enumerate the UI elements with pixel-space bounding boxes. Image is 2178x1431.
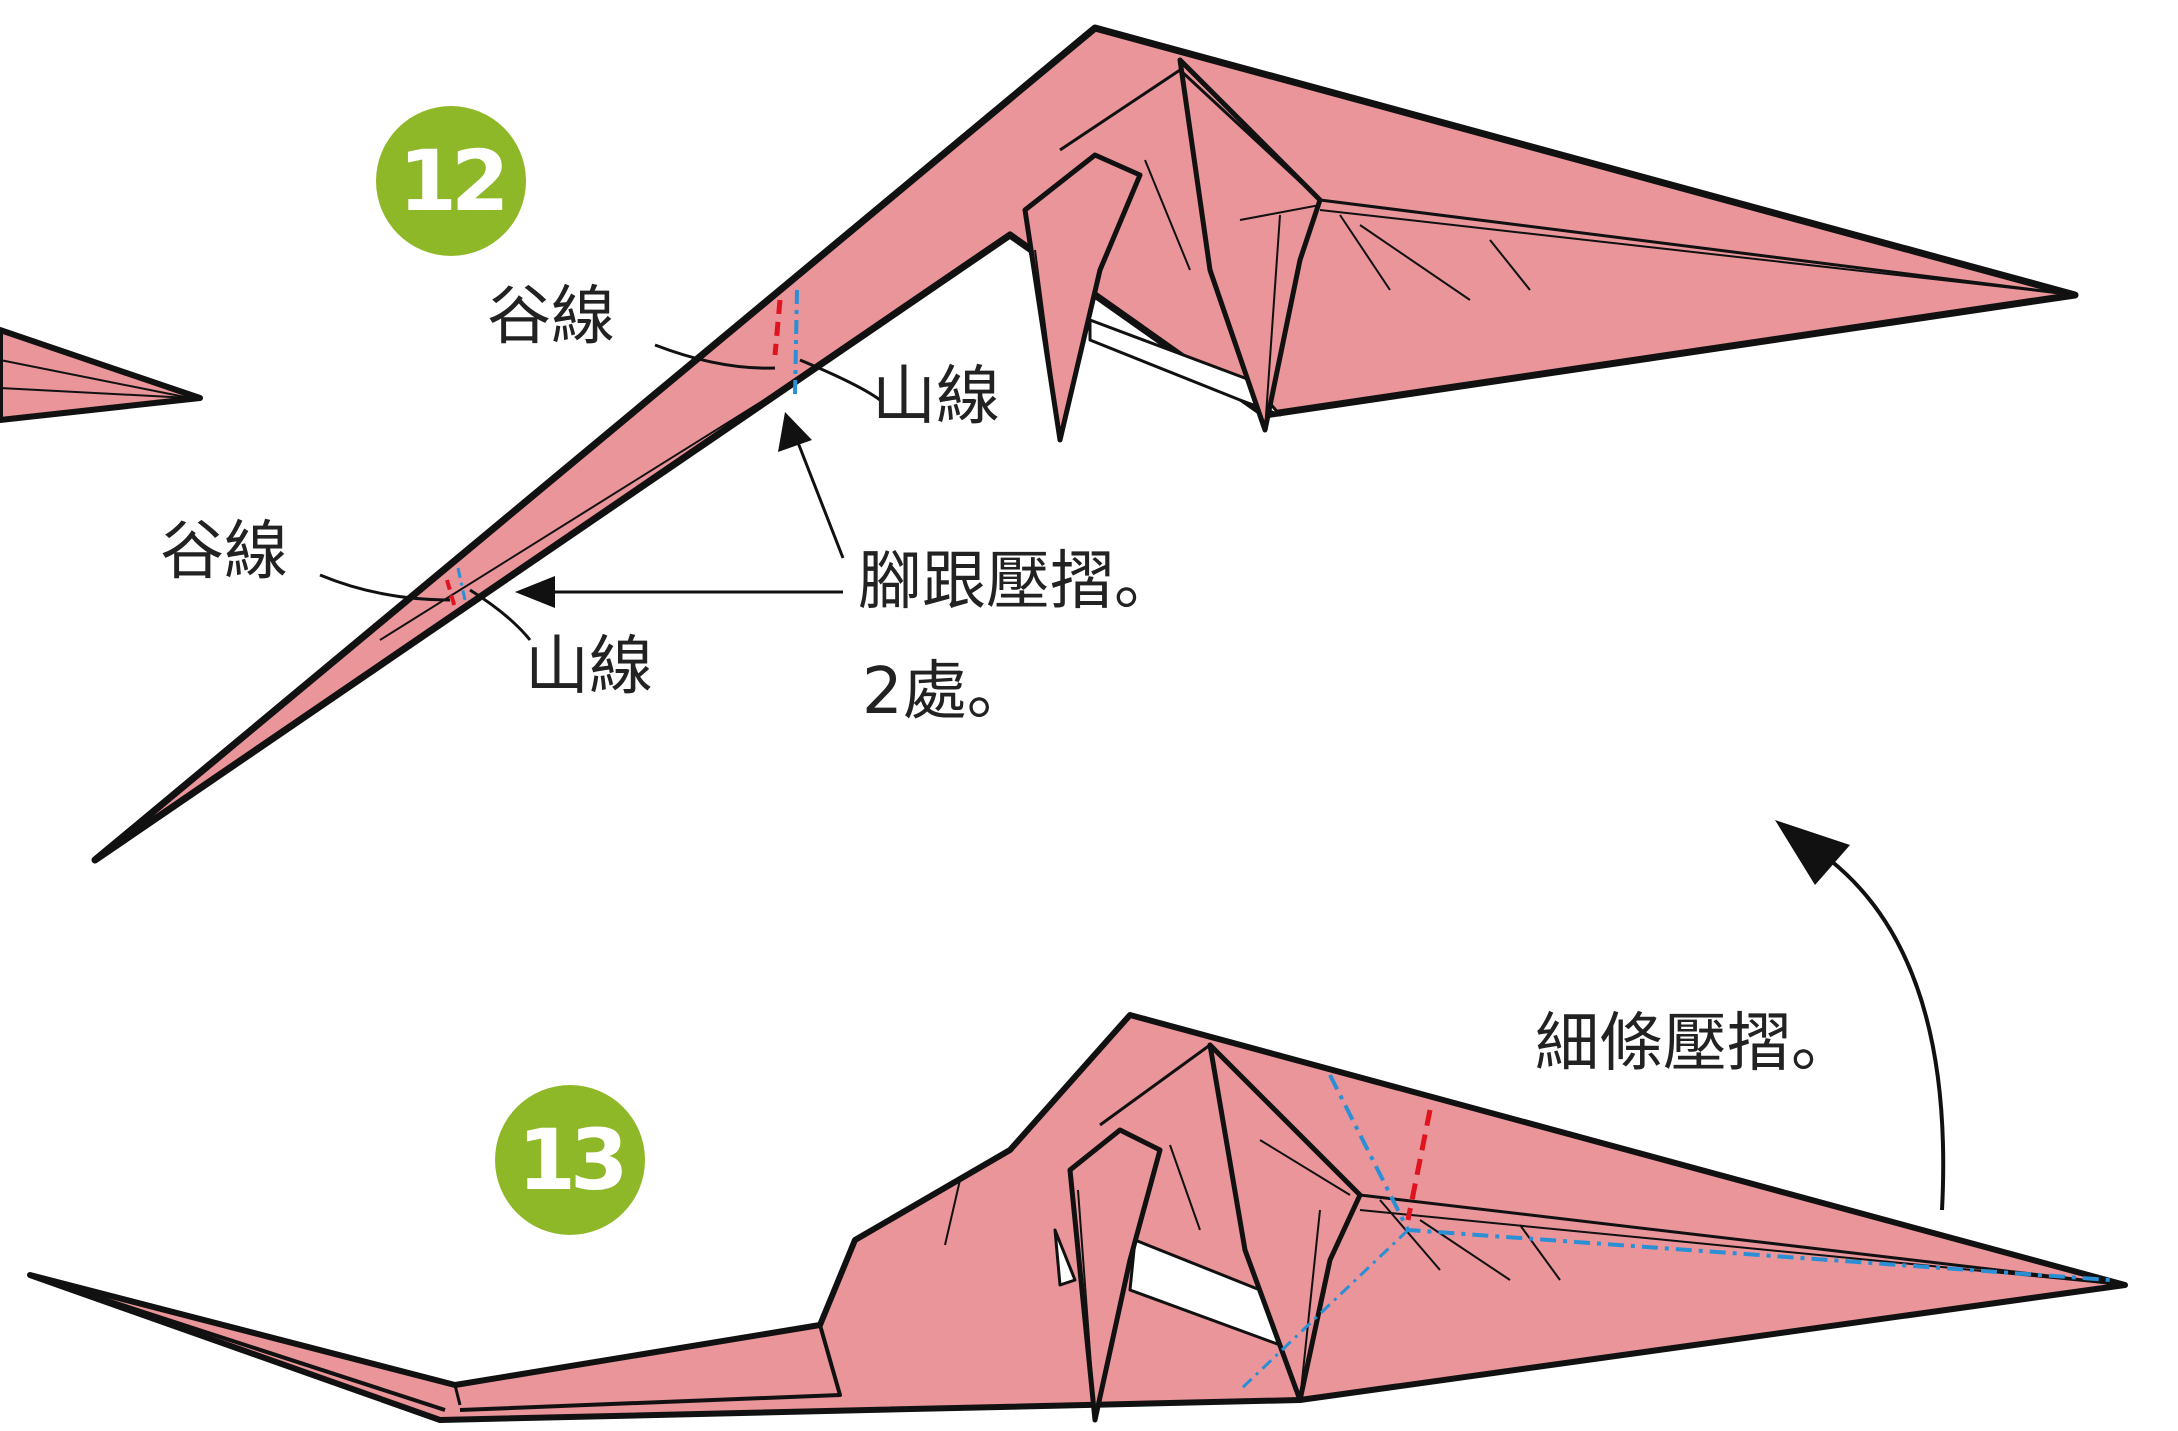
step-12-leader-lines (319, 343, 881, 641)
curved-arrow (1828, 858, 1946, 1211)
mountain-fold-label-lower: 山線 (525, 630, 653, 704)
previous-model-tip (0, 327, 203, 423)
heel-squash-fold-instruction: 腳跟壓摺。 (858, 545, 1178, 619)
step-13-front-flap (1067, 1127, 1163, 1423)
step-13-badge: 13 (495, 1085, 645, 1235)
arrow-head (778, 412, 812, 452)
step-12-badge: 12 (376, 106, 526, 256)
step-12-leg-crease (109, 233, 1011, 852)
mountain-fold-label-upper: 山線 (872, 360, 1000, 434)
valley-fold-line (445, 579, 457, 609)
step-12-number: 12 (398, 132, 510, 230)
mountain-fold-line (456, 567, 467, 601)
arrow-head (515, 576, 555, 608)
step-12-model (0, 24, 2079, 864)
step-13-number: 13 (517, 1111, 629, 1209)
valley-fold-label-upper: 谷線 (487, 280, 615, 354)
arrow-head (1775, 820, 1850, 885)
mountain-fold-line (1238, 1228, 1410, 1392)
thin-squash-fold-instruction: 細條壓摺。 (1535, 1007, 1855, 1081)
valley-fold-line (1405, 1109, 1433, 1221)
two-places-note: 2處。 (862, 655, 1031, 729)
step-13-model (27, 1012, 2128, 1423)
mountain-fold-line (793, 289, 799, 396)
valley-fold-line (772, 299, 783, 356)
valley-fold-label-lower: 谷線 (160, 515, 288, 589)
